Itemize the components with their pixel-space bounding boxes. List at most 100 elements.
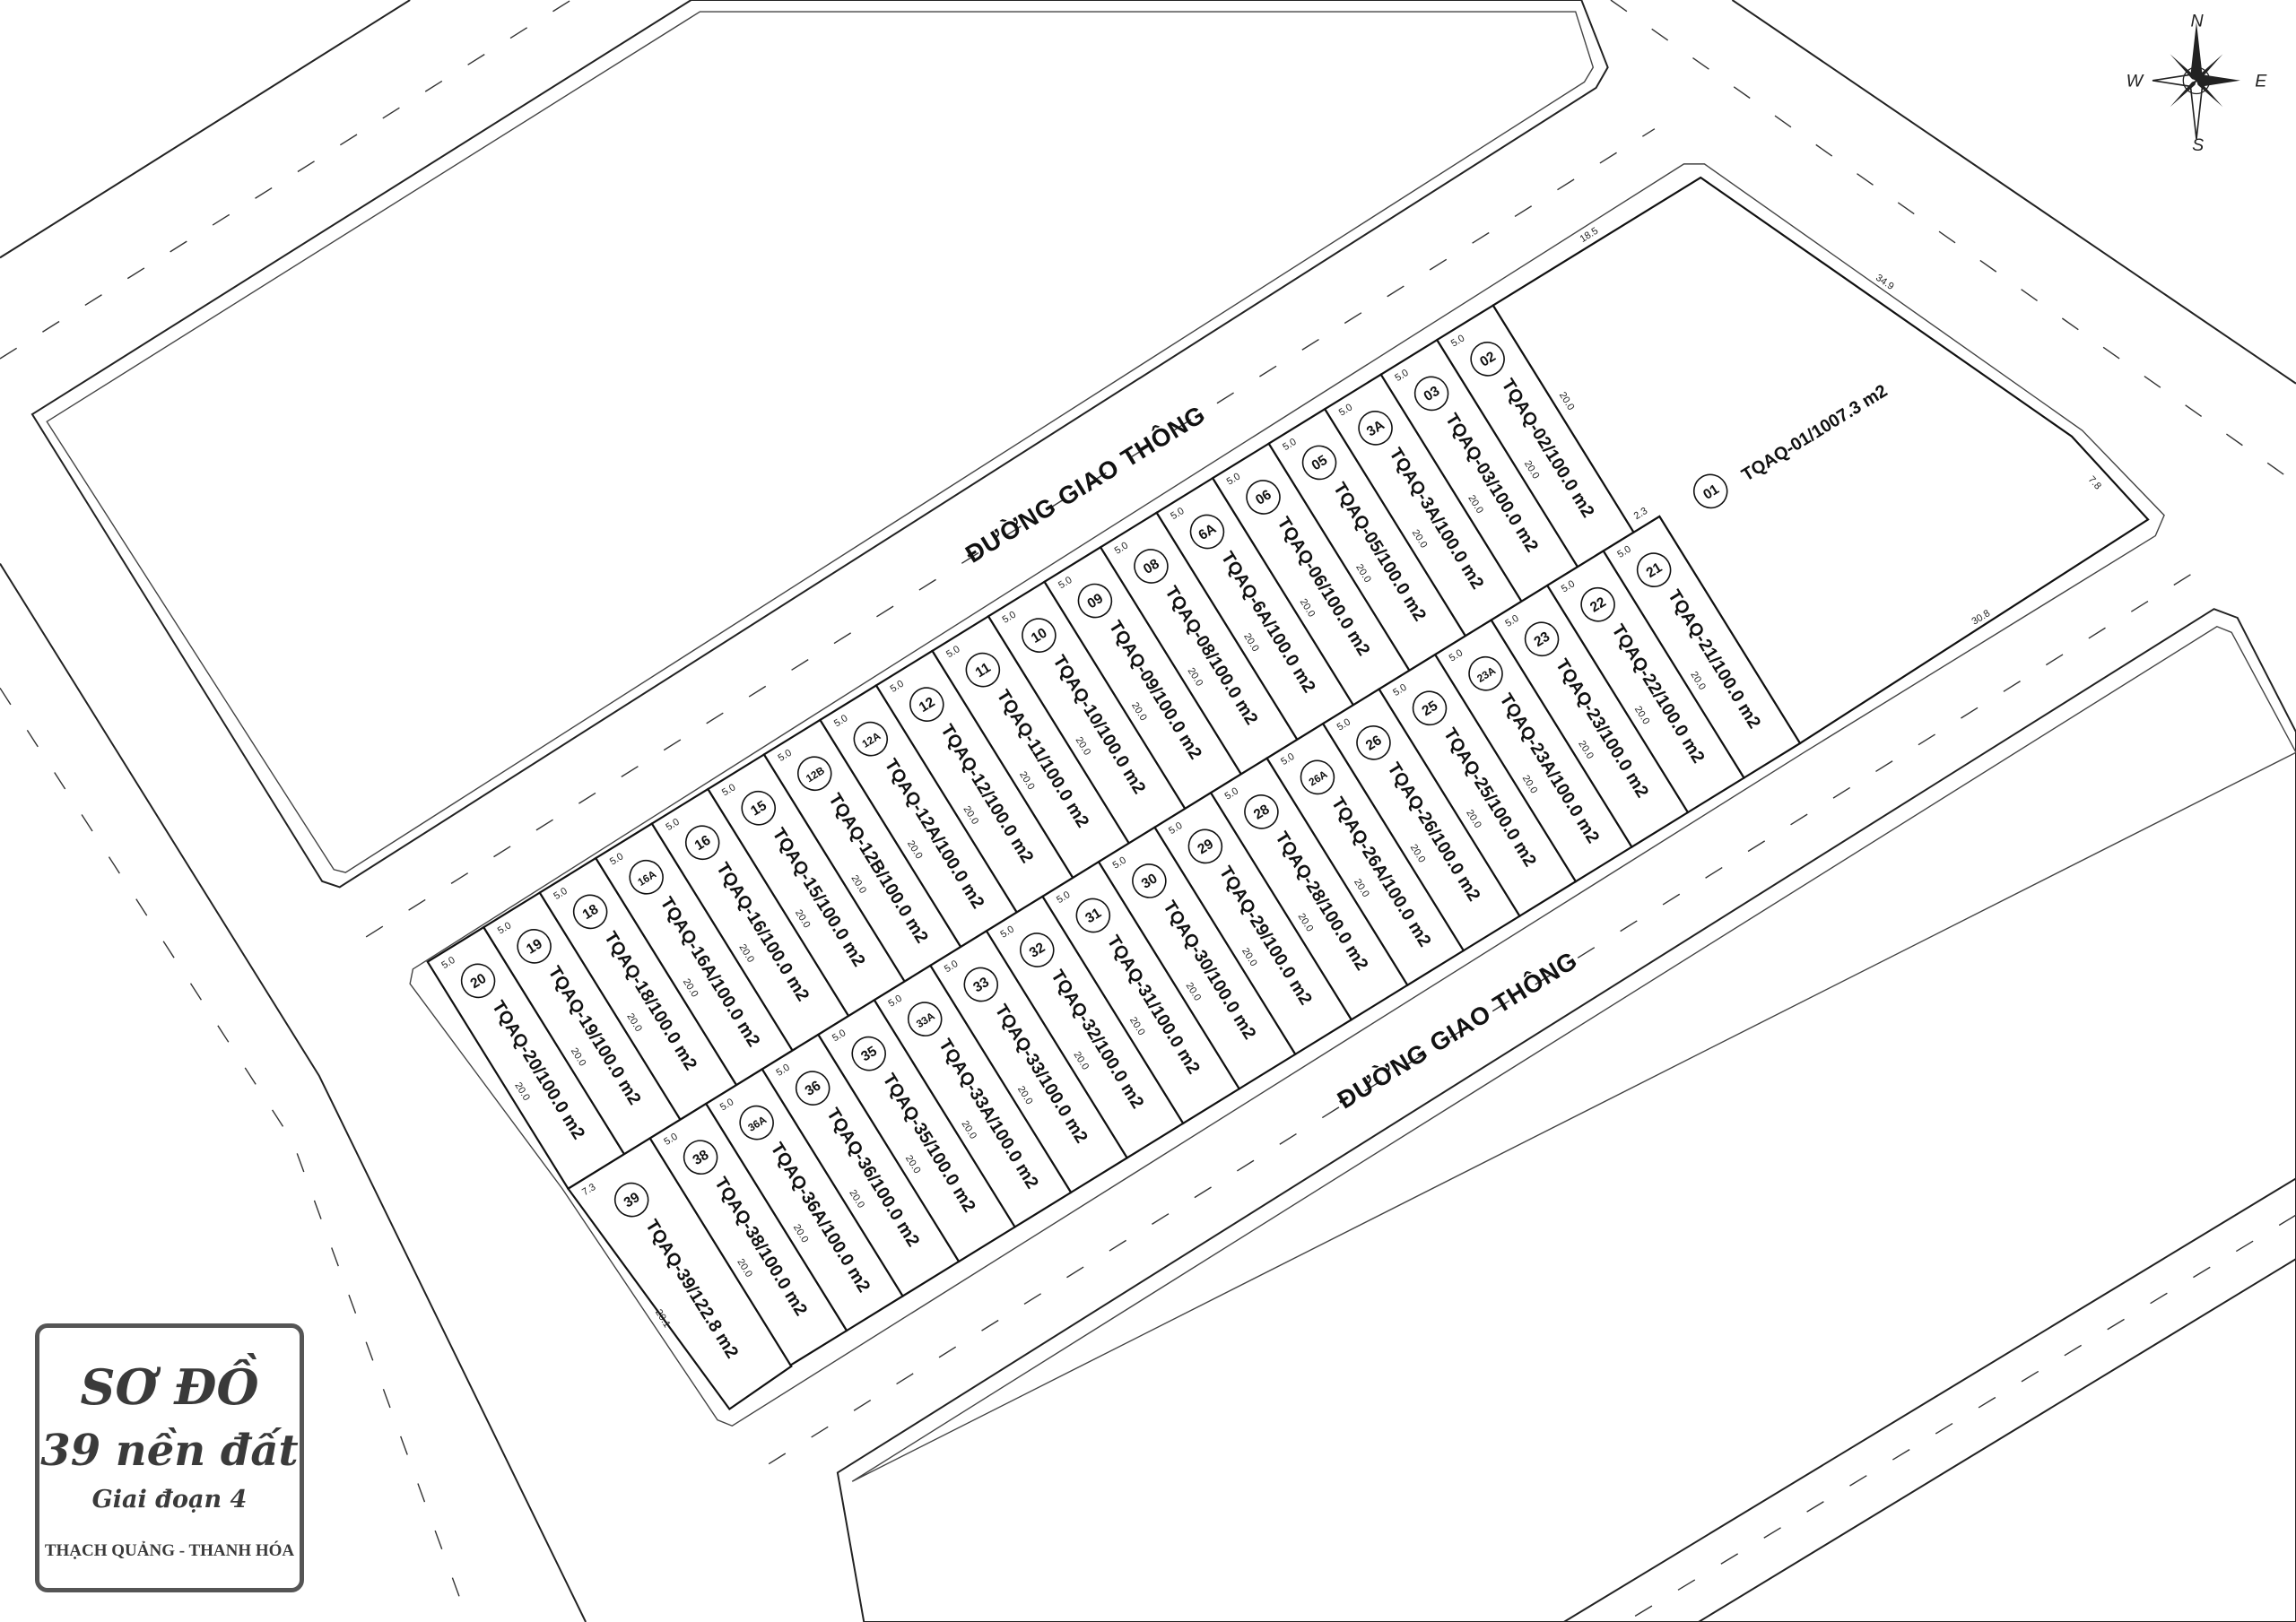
lot-number-circle-icon <box>1016 612 1062 658</box>
lot-number-circle-icon <box>792 750 838 796</box>
lot-number: 30 <box>1139 871 1161 892</box>
lot-number: 20 <box>468 971 490 993</box>
lot-number: 21 <box>1644 559 1665 581</box>
lot-number-circle-icon <box>904 681 950 727</box>
lot-number-circle-icon <box>902 996 948 1042</box>
compass-north: N <box>2190 11 2204 30</box>
lot-number-circle-icon <box>1575 582 1621 628</box>
lot-number-circle-icon <box>1182 823 1228 869</box>
lot-number: 31 <box>1083 906 1104 927</box>
lot-number: 01 <box>1700 481 1722 503</box>
lot-number-circle-icon <box>1295 754 1341 800</box>
lot-number-circle-icon <box>609 1177 655 1223</box>
lot-number: 38 <box>691 1147 712 1168</box>
lot-number-circle-icon <box>1463 651 1509 697</box>
lot-number-circle-icon <box>734 1100 779 1146</box>
road-edge <box>0 564 586 1622</box>
lot-number: 11 <box>973 660 994 681</box>
road-centerline <box>0 0 571 359</box>
lot-number-circle-icon <box>511 924 557 969</box>
lot-number: 19 <box>524 936 545 958</box>
lot-number-circle-icon <box>1351 720 1396 766</box>
lot-number-circle-icon <box>1519 616 1565 662</box>
lot-number-circle-icon <box>1240 474 1286 520</box>
lot-number: 23 <box>1532 629 1553 650</box>
lot-number-circle-icon <box>958 962 1004 1008</box>
block-northwest <box>32 0 1608 887</box>
lot-number: 03 <box>1422 383 1443 404</box>
lot-boundary <box>1493 73 2152 759</box>
lot-number-circle-icon <box>678 1134 724 1180</box>
lot-number-circle-icon <box>1185 509 1231 555</box>
title-location: THẠCH QUẢNG - THANH HÓA <box>44 1541 295 1560</box>
lot-number: 06 <box>1253 487 1274 508</box>
lot-number: 39 <box>622 1190 643 1211</box>
lot-number-circle-icon <box>1297 439 1343 485</box>
lot-number-circle-icon <box>1072 578 1118 624</box>
lot-number-circle-icon <box>1014 927 1060 973</box>
lot-number-circle-icon <box>1407 685 1453 731</box>
road-centerline <box>1625 1215 2296 1622</box>
lot-number-circle-icon <box>1126 858 1172 904</box>
title-heading: SƠ ĐỒ <box>80 1358 259 1416</box>
lot-number: 28 <box>1251 802 1273 823</box>
lot-number: 12 <box>917 694 938 716</box>
dim-corner: 7.8 <box>2086 474 2103 492</box>
title-lot-count: 39 nền đất <box>40 1426 299 1476</box>
block-northwest-inner <box>47 12 1593 872</box>
lot-number: 09 <box>1084 591 1106 612</box>
title-box: SƠ ĐỒ 39 nền đất Giai đoạn 4 THẠCH QUẢNG… <box>35 1323 304 1592</box>
compass-rose-icon: N E S W <box>2126 11 2268 155</box>
lot-number: 26 <box>1363 733 1385 754</box>
lot-number: 05 <box>1309 453 1331 474</box>
lot-number-circle-icon <box>1239 789 1284 835</box>
lot-number-circle-icon <box>1465 336 1510 382</box>
lot-number: 16 <box>692 832 714 854</box>
lot-number-circle-icon <box>846 1031 891 1077</box>
lot-number: 08 <box>1141 556 1162 577</box>
compass-east: E <box>2255 71 2267 91</box>
lot-number-circle-icon <box>848 716 893 762</box>
lot-number-circle-icon <box>1409 370 1455 416</box>
road-edge <box>1732 0 2296 384</box>
lot-number: 35 <box>858 1044 880 1065</box>
lot-number-circle-icon <box>1128 543 1174 589</box>
lot-number-circle-icon <box>1070 893 1116 939</box>
main-block-curb <box>410 164 2164 1426</box>
road-centerline <box>366 129 1655 937</box>
block-southeast-inner <box>852 627 2296 1481</box>
lot-number: 25 <box>1420 698 1441 719</box>
lot-number: 10 <box>1029 625 1050 646</box>
lot-number-circle-icon <box>623 854 669 900</box>
lot-number: 15 <box>748 798 770 820</box>
road-edge <box>1699 1259 2296 1622</box>
lot-number-circle-icon <box>456 958 501 1003</box>
road-centerline <box>1611 0 2296 483</box>
title-phase: Giai đoạn 4 <box>91 1486 248 1514</box>
lot-number-circle-icon <box>790 1065 836 1111</box>
lot-number: 02 <box>1477 349 1499 370</box>
lot-number: 18 <box>580 901 602 923</box>
lot-12A[interactable]: 12ATQAQ-12A/100.0 m25.020.0 <box>820 685 1016 947</box>
compass-west: W <box>2126 71 2145 91</box>
dim-diagonal: 34.9 <box>1874 273 1896 292</box>
compass-south: S <box>2192 135 2204 155</box>
lot-number: 22 <box>1587 594 1609 616</box>
lot-number-circle-icon <box>960 647 1005 693</box>
lot-number-circle-icon <box>1688 468 1734 514</box>
lot-number-circle-icon <box>735 785 781 831</box>
lot-number-circle-icon <box>1631 547 1677 593</box>
lot-number: 29 <box>1195 837 1216 858</box>
lot-number: 36 <box>803 1078 824 1099</box>
lot-number-circle-icon <box>568 889 613 934</box>
road-edge <box>0 0 410 257</box>
lot-number: 32 <box>1027 940 1048 961</box>
lot-number: 33 <box>970 975 992 996</box>
lot-number-circle-icon <box>680 820 726 865</box>
lot-number-circle-icon <box>1352 405 1398 451</box>
